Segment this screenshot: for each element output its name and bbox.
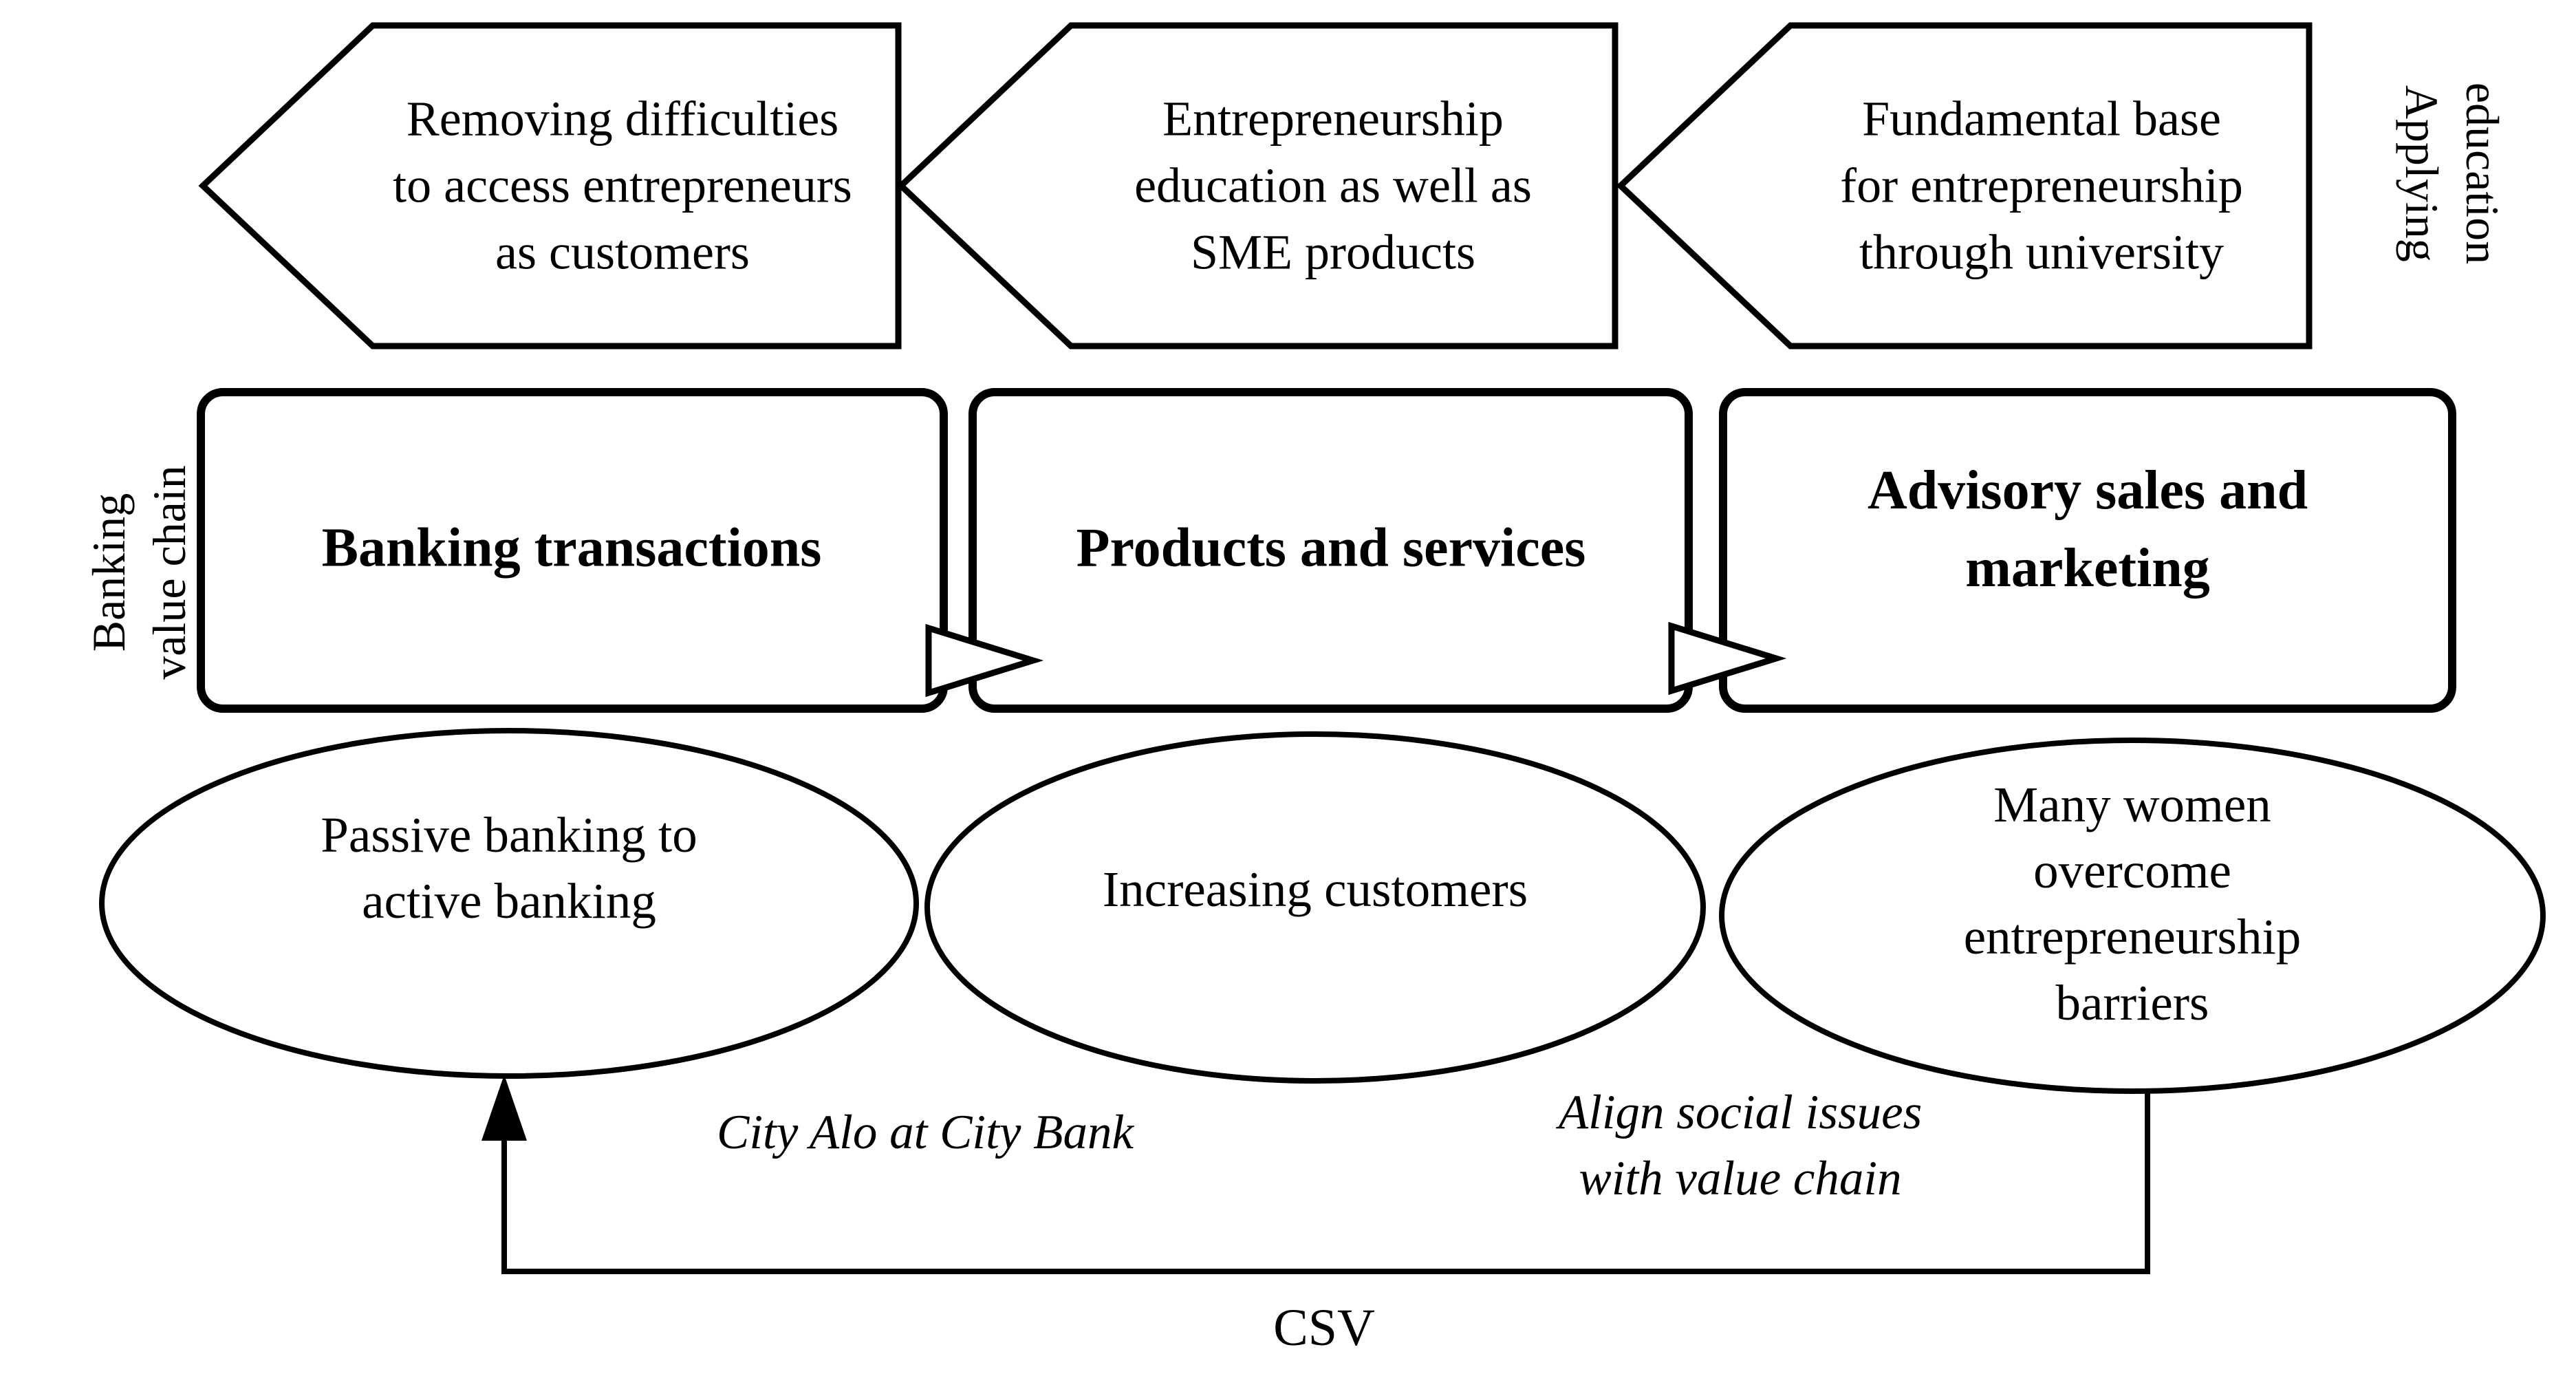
education-arrow-label-2: Entrepreneurship education as well as SM…	[1134, 91, 1532, 280]
education-arrow-label-3: Fundamental base for entrepreneurship th…	[1840, 91, 2243, 280]
flow-arrow-icon-2	[1668, 621, 1787, 696]
value-chain-box-2	[968, 388, 1693, 713]
alignment-note: Align social issues with value chain	[1558, 1086, 1923, 1205]
value-chain-box-label-3: Advisory sales and marketing	[1867, 460, 2308, 599]
feedback-label-csv: CSV	[1273, 1299, 1375, 1357]
value-chain-box-label-1: Banking transactions	[321, 517, 822, 579]
feedback-loop-line	[501, 1091, 2150, 1274]
program-note: City Alo at City Bank	[716, 1106, 1134, 1159]
outcome-ellipse-3	[1719, 738, 2546, 1094]
outcome-ellipse-2	[924, 731, 1706, 1084]
feedback-arrowhead-icon	[481, 1075, 527, 1141]
outcome-ellipse-1	[99, 728, 919, 1079]
outcome-ellipse-label-1: Passive banking to active banking	[321, 807, 697, 929]
outcome-ellipse-label-3: Many women overcome entrepreneurship bar…	[1963, 777, 2302, 1031]
value-chain-box-label-2: Products and services	[1076, 517, 1586, 579]
education-arrow-shape-2	[896, 22, 1619, 350]
education-arrow-label-1: Removing difficulties to access entrepre…	[393, 91, 852, 280]
education-arrow-shape-3	[1616, 22, 2313, 350]
flow-arrow-icon-1	[925, 623, 1044, 698]
value-chain-box-3	[1719, 388, 2456, 713]
value-chain-box-1	[197, 388, 948, 713]
right-axis-label: Applying education	[2396, 82, 2509, 265]
left-axis-label: Banking value chain	[83, 465, 195, 680]
outcome-ellipse-label-2: Increasing customers	[1102, 861, 1528, 917]
